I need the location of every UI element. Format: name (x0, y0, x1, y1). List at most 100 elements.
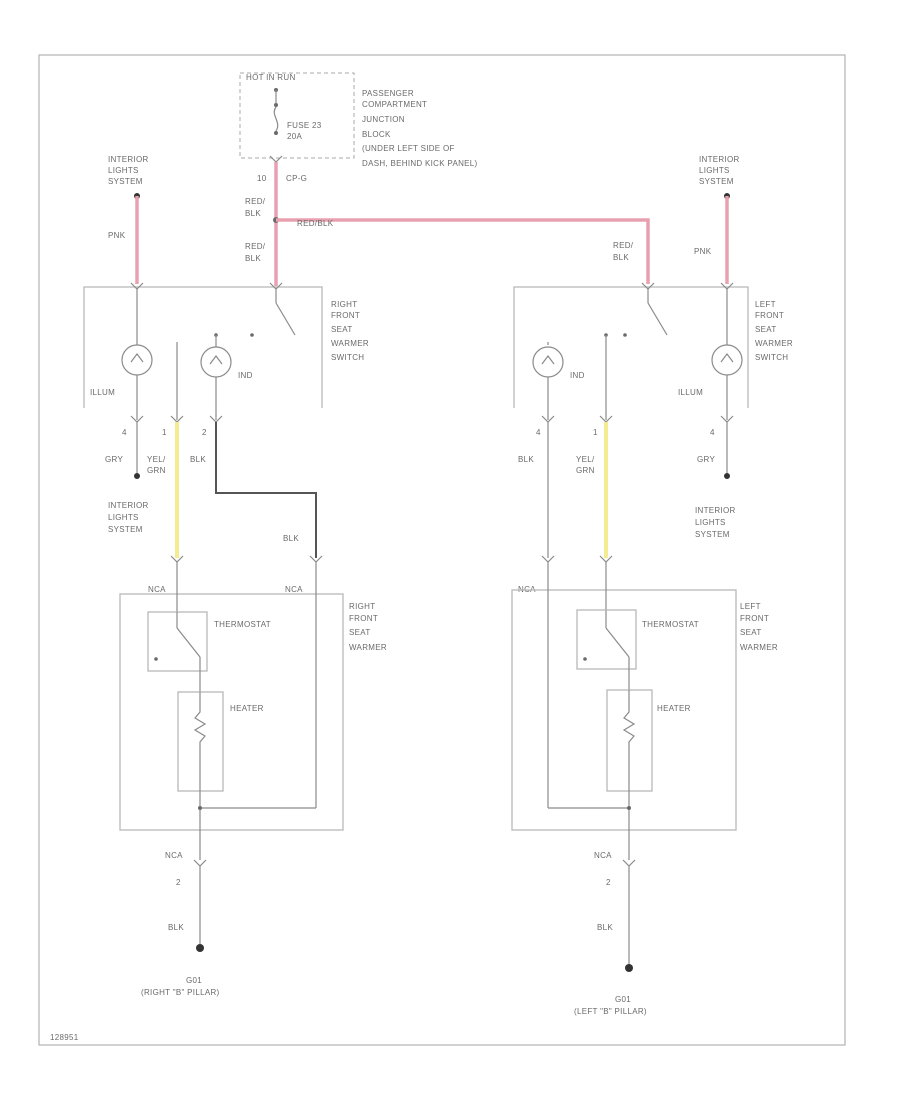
l-switch-2: FRONT (755, 311, 784, 320)
r-blk-label: BLK (190, 455, 206, 464)
r-warmer-3: SEAT (349, 628, 371, 637)
r-switch-4: WARMER (331, 339, 369, 348)
r-nca-1: NCA (148, 585, 166, 594)
junction-loc-6: DASH, BEHIND KICK PANEL) (362, 159, 478, 168)
fuse-terminal-upper (274, 103, 278, 107)
r-ground-icon (196, 944, 204, 952)
right-seat-warmer-box (119, 593, 344, 831)
l-ind-lamp-icon (532, 346, 564, 378)
r-heater-element-icon (193, 692, 207, 791)
r-pnk-label: PNK (108, 231, 126, 240)
l-ground-icon (625, 964, 633, 972)
l-pin-a: 4 (536, 428, 541, 437)
l-pin-b: 1 (593, 428, 598, 437)
r-blk-label-2: BLK (283, 534, 299, 543)
l-gry-terminal (724, 473, 730, 479)
l-thermostat-switch (605, 627, 630, 658)
l-switch-blade (647, 302, 668, 336)
l-nca-3: NCA (594, 851, 612, 860)
l-warmer-1: LEFT (740, 602, 761, 611)
l-interior-1: INTERIOR (699, 155, 740, 164)
red-blk-1b: BLK (245, 209, 261, 218)
r-blk-wire (215, 422, 317, 558)
junction-loc-1: PASSENGER (362, 89, 414, 98)
r-pin-bottom: 2 (176, 878, 181, 887)
junction-block-outline (239, 72, 355, 159)
junction-loc-5: (UNDER LEFT SIDE OF (362, 144, 455, 153)
r-gry-terminal (134, 473, 140, 479)
r-grn-label: GRN (147, 466, 166, 475)
l-red-blk-b: BLK (613, 253, 629, 262)
r-switch-3: SEAT (331, 325, 353, 334)
l-interior2-2: LIGHTS (695, 518, 726, 527)
r-pin-a: 4 (122, 428, 127, 437)
l-switch-5: SWITCH (755, 353, 788, 362)
r-gry-label: GRY (105, 455, 123, 464)
l-illum-lamp-icon (711, 344, 743, 376)
r-heater-label: HEATER (230, 704, 264, 713)
r-nca-3: NCA (165, 851, 183, 860)
l-interior2-3: SYSTEM (695, 530, 730, 539)
r-thermostat-switch (176, 627, 201, 658)
r-illum-label: ILLUM (90, 388, 115, 397)
r-pin-c: 2 (202, 428, 207, 437)
junction-loc-2: COMPARTMENT (362, 100, 427, 109)
r-warmer-1: RIGHT (349, 602, 375, 611)
l-heater-element-icon (622, 690, 636, 791)
fuse-terminal-lower (274, 131, 278, 135)
r-warmer-2: FRONT (349, 614, 378, 623)
red-blk-crossover-wire (276, 218, 650, 284)
r-switch-5: SWITCH (331, 353, 364, 362)
r-switch-1: RIGHT (331, 300, 357, 309)
left-switch-outline (513, 286, 749, 408)
red-blk-2b: BLK (245, 254, 261, 263)
left-seat-warmer-box (511, 589, 737, 831)
l-ground-loc: (LEFT "B" PILLAR) (574, 1007, 647, 1016)
l-switch-1: LEFT (755, 300, 776, 309)
l-interior-2: LIGHTS (699, 166, 730, 175)
diagram-code: 128951 (50, 1033, 79, 1042)
l-warmer-4: WARMER (740, 643, 778, 652)
r-yel-label: YEL/ (147, 455, 166, 464)
r-interior2-3: SYSTEM (108, 525, 143, 534)
fuse-connector (269, 155, 283, 163)
diagram-frame (38, 54, 846, 1046)
l-warmer-3: SEAT (740, 628, 762, 637)
r-ground-id: G01 (186, 976, 202, 985)
r-ind-label: IND (238, 371, 253, 380)
l-pin-c: 4 (710, 428, 715, 437)
l-grn-label: GRN (576, 466, 595, 475)
l-thermostat-label: THERMOSTAT (642, 620, 699, 629)
r-interior-3: SYSTEM (108, 177, 143, 186)
hot-in-run-label: HOT IN RUN (246, 73, 296, 82)
l-ind-label: IND (570, 371, 585, 380)
l-yel-label: YEL/ (576, 455, 595, 464)
junction-loc-4: BLOCK (362, 130, 391, 139)
red-blk-2a: RED/ (245, 242, 266, 251)
l-blk-bottom: BLK (597, 923, 613, 932)
r-nca-2: NCA (285, 585, 303, 594)
fuse-element (273, 106, 279, 132)
l-pin-bottom: 2 (606, 878, 611, 887)
r-warmer-4: WARMER (349, 643, 387, 652)
r-interior2-1: INTERIOR (108, 501, 149, 510)
junction-loc-3: JUNCTION (362, 115, 405, 124)
r-interior2-2: LIGHTS (108, 513, 139, 522)
r-illum-lamp-icon (121, 344, 153, 376)
l-gry-label: GRY (697, 455, 715, 464)
l-switch-3: SEAT (755, 325, 777, 334)
r-ground-loc: (RIGHT "B" PILLAR) (141, 988, 220, 997)
l-switch-4: WARMER (755, 339, 793, 348)
r-pin-b: 1 (162, 428, 167, 437)
l-heater-label: HEATER (657, 704, 691, 713)
r-blk-bottom: BLK (168, 923, 184, 932)
l-red-blk-a: RED/ (613, 241, 634, 250)
r-switch-2: FRONT (331, 311, 360, 320)
r-interior-1: INTERIOR (108, 155, 149, 164)
fuse-amps: 20A (287, 132, 302, 141)
splice-label: RED/BLK (297, 219, 334, 228)
l-blk-label: BLK (518, 455, 534, 464)
l-illum-label: ILLUM (678, 388, 703, 397)
r-interior-2: LIGHTS (108, 166, 139, 175)
